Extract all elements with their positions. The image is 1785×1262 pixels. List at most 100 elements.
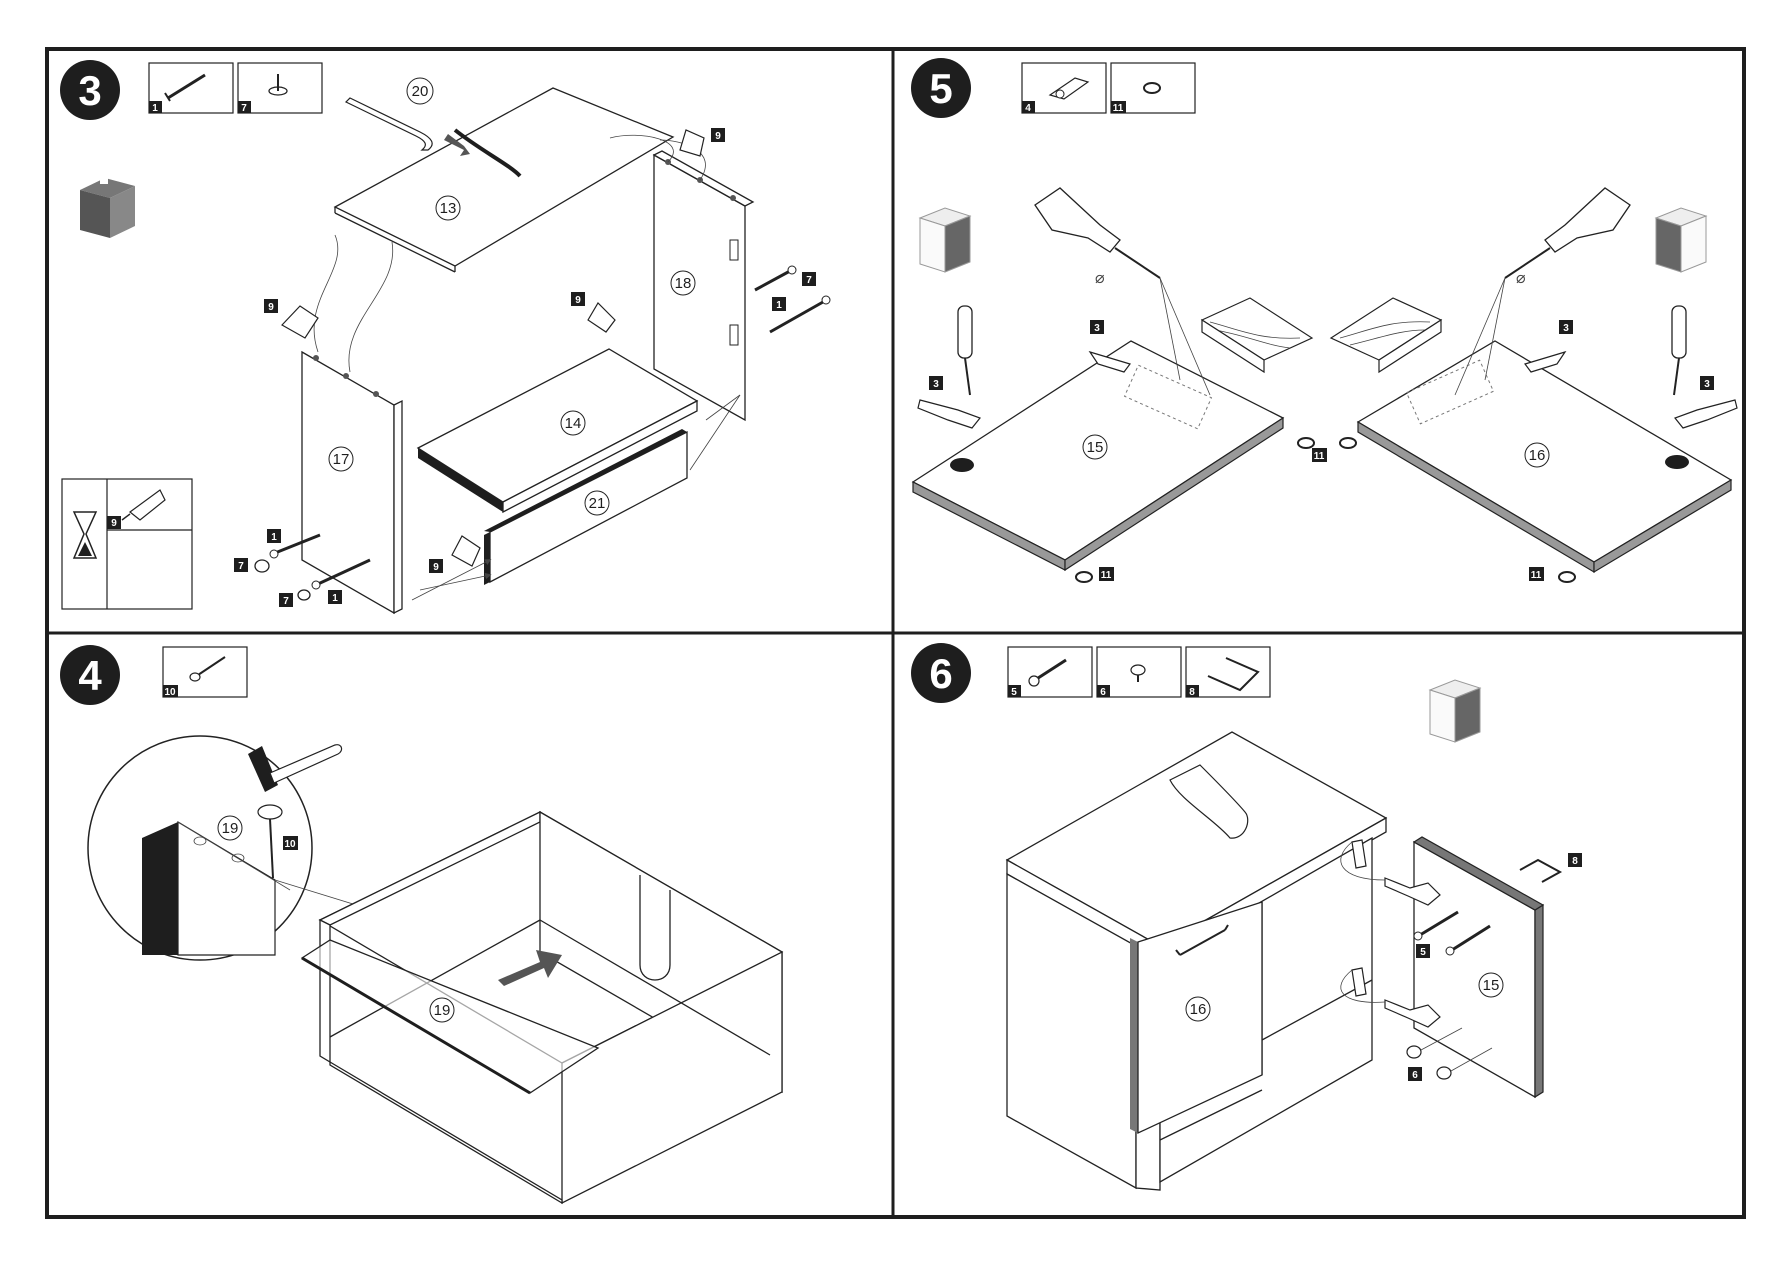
panel-label-circle	[1478, 972, 1504, 998]
part-tag: 8	[1189, 687, 1195, 698]
nail-icon	[257, 804, 283, 879]
svg-text:7: 7	[806, 275, 812, 286]
drill-icon	[1454, 187, 1631, 396]
screw-icon	[1445, 924, 1491, 956]
panel-label-circle	[429, 997, 455, 1023]
svg-text:10: 10	[284, 839, 296, 850]
svg-text:11: 11	[1314, 451, 1325, 462]
pad-icon	[1339, 437, 1357, 449]
callout-tag: 9	[571, 292, 585, 306]
screw-icon	[1413, 910, 1459, 941]
step-badge	[911, 643, 971, 703]
vanity-cabinet: 16	[1005, 731, 1388, 1191]
callout-tag: 3	[1700, 376, 1714, 390]
panel-15	[1413, 840, 1536, 1099]
panel-label: 21	[589, 495, 606, 512]
screwdriver-icon	[1671, 305, 1687, 396]
panel-label: 17	[333, 451, 350, 468]
panel-label-circle	[406, 77, 434, 105]
part-tag: 7	[241, 103, 247, 114]
glue-info-box: 9	[61, 478, 193, 610]
svg-text:3: 3	[1094, 323, 1100, 334]
callout-tag: 6	[1408, 1067, 1422, 1081]
panel-label-circle	[670, 270, 696, 296]
panel-label: 16	[1190, 1001, 1207, 1018]
svg-text:1: 1	[776, 300, 782, 311]
screw-icon	[164, 73, 206, 102]
panel-label: 15	[1087, 439, 1104, 456]
insert-arrow-icon	[498, 950, 562, 986]
hinge-icon	[1048, 77, 1090, 100]
svg-text:3: 3	[1563, 323, 1569, 334]
step-4-panel: 4 10 19	[60, 645, 784, 1205]
screw-icon	[269, 533, 321, 559]
screw-icon	[1028, 658, 1067, 687]
cabinet-thumbnail	[80, 174, 135, 238]
panel-label-circle	[1185, 996, 1211, 1022]
parts-box: 1 7	[148, 62, 323, 114]
panel-label-circle	[217, 815, 243, 841]
rail-20: 20	[344, 77, 470, 156]
callout-tag: 9	[429, 559, 443, 573]
hinge-icon	[1524, 350, 1567, 373]
part-tag: 6	[1100, 687, 1106, 698]
svg-text:11: 11	[1531, 570, 1542, 581]
cabinet-body	[318, 810, 784, 1205]
callout-tag: 3	[1559, 320, 1573, 334]
hinge-icon	[1384, 999, 1441, 1028]
pad-icon	[1143, 82, 1161, 94]
svg-text:8: 8	[1572, 856, 1578, 867]
knob-icon	[1130, 664, 1146, 682]
screw-icon	[754, 265, 797, 292]
callout-tag: 5	[1416, 944, 1430, 958]
part-tag: 11	[1113, 103, 1124, 114]
svg-text:11: 11	[1101, 570, 1112, 581]
part-tag: 1	[152, 103, 158, 114]
panel-label: 16	[1529, 447, 1546, 464]
pad-icon	[1558, 571, 1576, 583]
glue-tag: 9	[111, 518, 117, 529]
panel-17	[301, 350, 395, 615]
knob-icon	[1406, 1027, 1463, 1059]
cam-icon	[297, 589, 311, 601]
callout-tag: 3	[1090, 320, 1104, 334]
panel-label-circle	[1082, 434, 1108, 460]
drill-icon	[1034, 187, 1211, 396]
step-number: 4	[78, 652, 102, 699]
detail-zoom: 19 10	[87, 735, 343, 961]
callout-tag: 1	[772, 297, 786, 311]
part-tag: 5	[1011, 687, 1017, 698]
svg-text:6: 6	[1412, 1070, 1418, 1081]
callout-tag: 8	[1568, 853, 1582, 867]
parts-box: 4 11	[1021, 62, 1196, 114]
cabinet-thumbnail	[1654, 207, 1708, 273]
cabinet-thumbnail	[1428, 679, 1482, 743]
step-number: 3	[78, 67, 101, 114]
svg-text:1: 1	[332, 593, 338, 604]
panel-label: 19	[222, 820, 239, 837]
cam-icon	[254, 559, 270, 573]
cam-icon	[268, 74, 288, 96]
panel-13	[333, 87, 675, 267]
callout-tag: 7	[234, 558, 248, 572]
hinge-icon	[1351, 839, 1367, 869]
panel-label: 14	[565, 415, 582, 432]
hinge-icon	[917, 399, 981, 429]
part-tag: 4	[1025, 103, 1031, 114]
screwdriver-icon	[957, 305, 973, 396]
part-tag: 10	[164, 687, 176, 698]
step-badge	[60, 645, 120, 705]
step-badge	[911, 58, 971, 118]
svg-text:3: 3	[1704, 379, 1710, 390]
hinge-icon	[1351, 967, 1367, 997]
callout-tag: 3	[929, 376, 943, 390]
panel-label: 19	[434, 1002, 451, 1019]
handle-icon	[1519, 858, 1563, 883]
callout-tag: 7	[279, 593, 293, 607]
wood-board-icon	[1329, 297, 1443, 374]
svg-text:3: 3	[933, 379, 939, 390]
panel-label-circle	[1524, 442, 1550, 468]
glue-tube-icon	[121, 489, 166, 521]
hourglass-icon	[72, 511, 98, 559]
